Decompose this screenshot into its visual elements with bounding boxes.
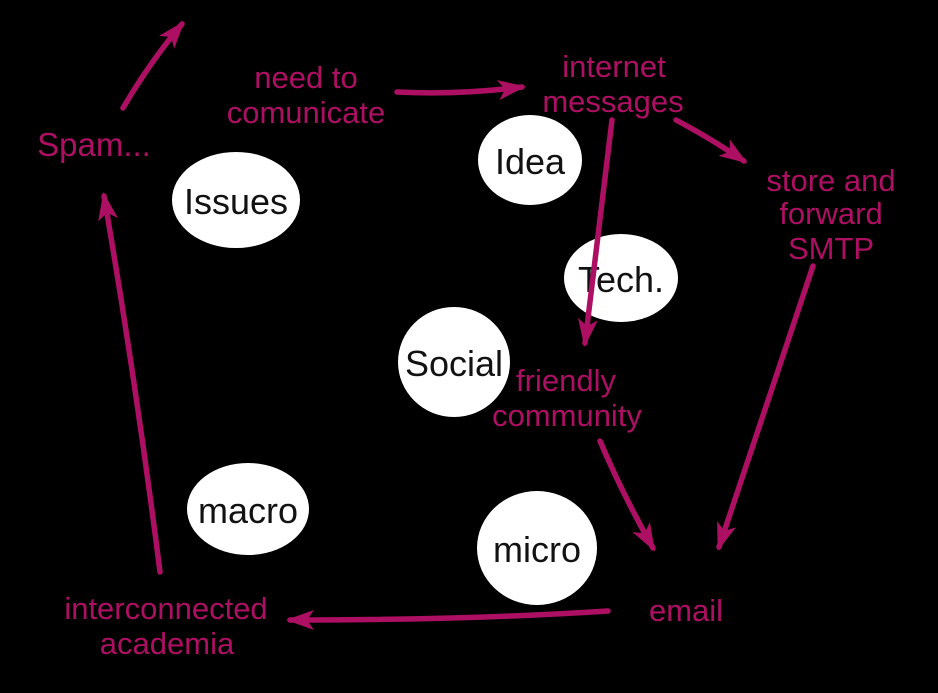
svg-text:friendly: friendly	[516, 363, 616, 398]
svg-text:community: community	[492, 398, 642, 433]
node-idea-label: Idea	[495, 141, 566, 182]
node-idea-ellipse	[478, 115, 582, 205]
arrow-internet-to-community	[578, 117, 615, 347]
node-social-label: Social	[405, 343, 503, 384]
arrow-spam-upward	[120, 20, 185, 111]
node-issues-label: Issues	[184, 181, 288, 222]
node-macro-ellipse	[187, 463, 309, 555]
node-issues-ellipse	[172, 152, 300, 248]
arrow-internet-to-smtp	[673, 117, 748, 164]
arrow-need-to-internet	[394, 80, 526, 100]
annotations: Spam... need to comunicate internet mess…	[37, 49, 895, 661]
label-store-and-forward-smtp: store and forward SMTP	[766, 163, 895, 266]
node-macro-label: macro	[198, 490, 298, 531]
svg-text:internet: internet	[562, 49, 666, 84]
node-micro-ellipse	[477, 491, 597, 605]
node-macro: macro	[187, 463, 309, 555]
svg-text:academia: academia	[100, 626, 235, 661]
svg-text:need to: need to	[254, 60, 357, 95]
svg-text:messages: messages	[542, 84, 683, 119]
label-spam: Spam...	[37, 126, 151, 163]
node-idea: Idea	[478, 115, 582, 205]
label-internet-messages: internet messages	[542, 49, 683, 119]
svg-text:forward: forward	[779, 196, 882, 231]
svg-text:interconnected: interconnected	[64, 591, 267, 626]
arrow-community-to-email	[597, 438, 656, 552]
label-friendly-community: friendly community	[492, 363, 642, 433]
arrow-academia-to-spam	[98, 192, 163, 575]
arrow-smtp-to-email	[716, 263, 816, 551]
arrows	[98, 20, 816, 630]
svg-text:comunicate: comunicate	[227, 95, 386, 130]
arrow-email-to-academia	[286, 608, 611, 630]
node-issues: Issues	[172, 152, 300, 248]
node-social-ellipse	[398, 307, 510, 417]
svg-text:SMTP: SMTP	[788, 231, 874, 266]
label-need-to-comunicate: need to comunicate	[227, 60, 386, 130]
label-interconnected-academia: interconnected academia	[64, 591, 267, 661]
node-micro-label: micro	[493, 529, 581, 570]
node-micro: micro	[477, 491, 597, 605]
label-email: email	[649, 593, 723, 628]
node-social: Social	[398, 307, 510, 417]
node-tech: Tech.	[564, 234, 678, 322]
svg-text:store and: store and	[766, 163, 895, 198]
